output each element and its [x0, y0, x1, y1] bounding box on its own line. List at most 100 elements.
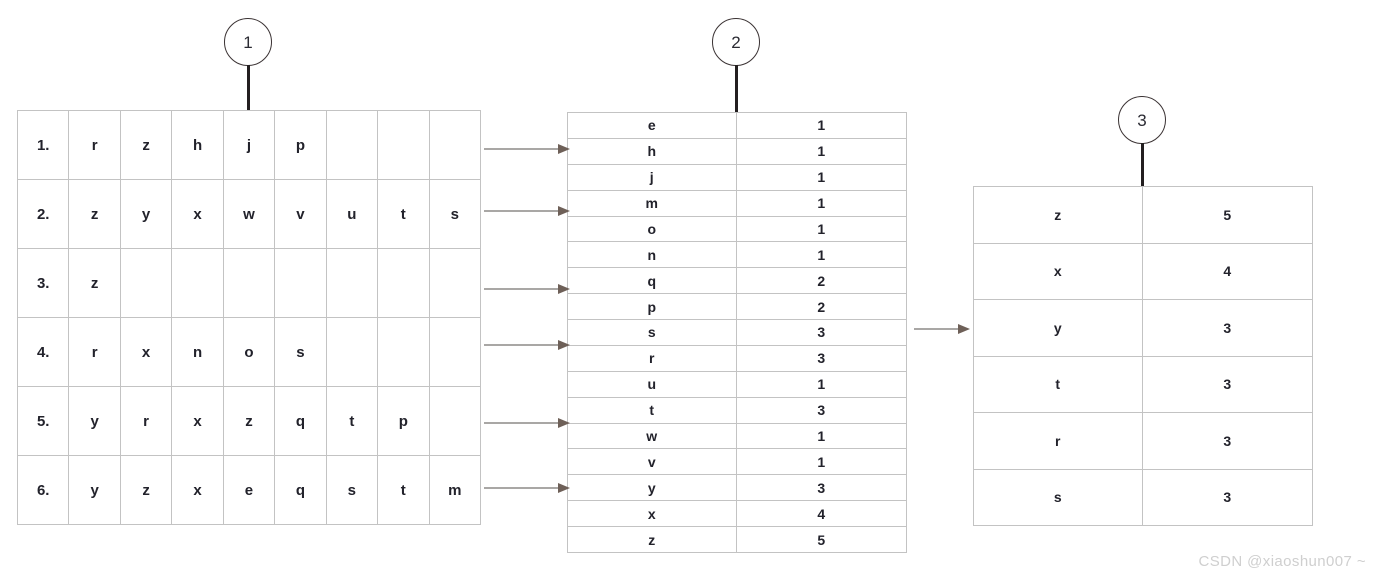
letter-cell: z — [567, 526, 737, 553]
count-cell: 1 — [735, 189, 907, 217]
count-cell: 1 — [735, 137, 907, 165]
letter-cell: t — [377, 455, 430, 525]
letter-cell: q — [274, 386, 327, 456]
row-index-cell: 2. — [16, 179, 70, 249]
arrow-to-results-shaft — [914, 328, 958, 330]
count-cell: 3 — [735, 396, 907, 424]
count-cell: 1 — [735, 241, 907, 269]
letter-cell — [428, 110, 481, 180]
letter-cell: m — [428, 455, 481, 525]
letter-cell: o — [567, 215, 737, 243]
count-cell: 2 — [735, 293, 907, 320]
arrow-row-2 — [484, 206, 570, 216]
letter-cell: z — [222, 386, 276, 456]
callout-marker-2: 2 — [712, 18, 762, 132]
letter-cell: z — [68, 179, 121, 249]
letter-cell: p — [567, 293, 737, 320]
callout-3-label: 3 — [1137, 110, 1147, 130]
letter-cell: y — [567, 474, 737, 502]
count-cell: 3 — [1141, 299, 1313, 357]
letter-cell: x — [119, 317, 173, 387]
letter-cell: v — [274, 179, 327, 249]
letter-cell — [171, 248, 224, 318]
letter-cell: z — [973, 186, 1143, 244]
letter-cell: r — [973, 412, 1143, 470]
row-index-cell: 6. — [16, 455, 70, 525]
letter-cell: r — [567, 344, 737, 372]
letter-cell — [428, 386, 481, 456]
letter-cell: h — [567, 137, 737, 165]
letter-cell: u — [567, 370, 737, 398]
letter-cell: y — [973, 299, 1143, 357]
letter-cell: p — [377, 386, 430, 456]
letter-cell — [222, 248, 276, 318]
letter-cell — [325, 110, 379, 180]
callout-1-circle: 1 — [224, 18, 272, 66]
callout-1-label: 1 — [243, 32, 253, 52]
count-cell: 3 — [1141, 468, 1313, 526]
count-cell: 1 — [735, 422, 907, 450]
callout-2-label: 2 — [731, 32, 741, 52]
letter-cell: s — [973, 468, 1143, 526]
count-cell: 3 — [735, 344, 907, 372]
letter-cell: j — [222, 110, 276, 180]
count-cell: 1 — [735, 163, 907, 191]
letter-cell: w — [222, 179, 276, 249]
letter-cell — [325, 317, 379, 387]
letter-cell: u — [325, 179, 379, 249]
count-cell: 3 — [735, 474, 907, 502]
arrow-row-4-shaft — [484, 344, 558, 346]
letter-cell: x — [171, 386, 224, 456]
letter-cell: y — [119, 179, 173, 249]
letter-cell — [119, 248, 173, 318]
count-cell: 2 — [735, 267, 907, 295]
letter-cell: q — [567, 267, 737, 295]
letter-cell: h — [171, 110, 224, 180]
letter-cell — [428, 248, 481, 318]
letter-cell: s — [567, 319, 737, 346]
letter-cell: x — [567, 500, 737, 527]
row-index-cell: 3. — [16, 248, 70, 318]
callout-3-circle: 3 — [1118, 96, 1166, 144]
letter-cell: j — [567, 163, 737, 191]
callout-marker-3: 3 — [1118, 96, 1168, 188]
count-cell: 5 — [1141, 186, 1313, 244]
count-cell: 1 — [735, 215, 907, 243]
letter-cell: r — [119, 386, 173, 456]
letter-cell: r — [68, 110, 121, 180]
letter-cell: z — [119, 455, 173, 525]
letter-cell: n — [567, 241, 737, 269]
count-cell: 1 — [735, 448, 907, 476]
letter-cell: x — [171, 455, 224, 525]
letter-cell — [274, 248, 327, 318]
arrow-to-results — [914, 324, 970, 334]
row-index-cell: 5. — [16, 386, 70, 456]
arrow-row-5-shaft — [484, 422, 558, 424]
watermark-text: CSDN @xiaoshun007 ~ — [1198, 553, 1366, 570]
letter-cell: y — [68, 386, 121, 456]
letter-cell: t — [377, 179, 430, 249]
count-cell: 4 — [735, 500, 907, 527]
letter-cell: t — [973, 355, 1143, 413]
